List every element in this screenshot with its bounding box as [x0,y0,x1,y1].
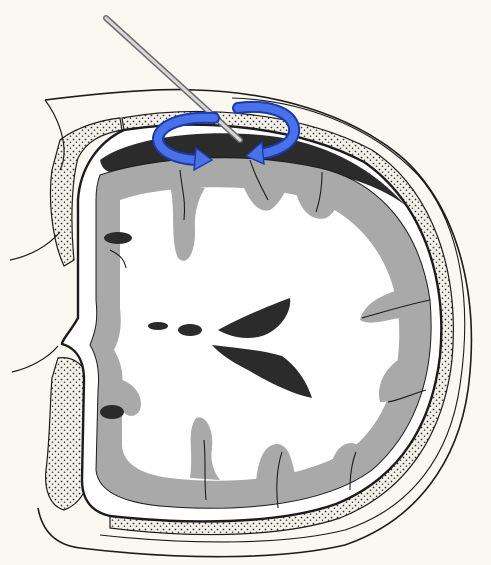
frontal-horn-dot-2 [178,324,202,336]
sulcus-pocket-upper [104,232,132,244]
sulcus-pocket-lower [100,405,124,419]
nose-contour [10,232,60,372]
frontal-horn-dot-1 [148,322,168,330]
